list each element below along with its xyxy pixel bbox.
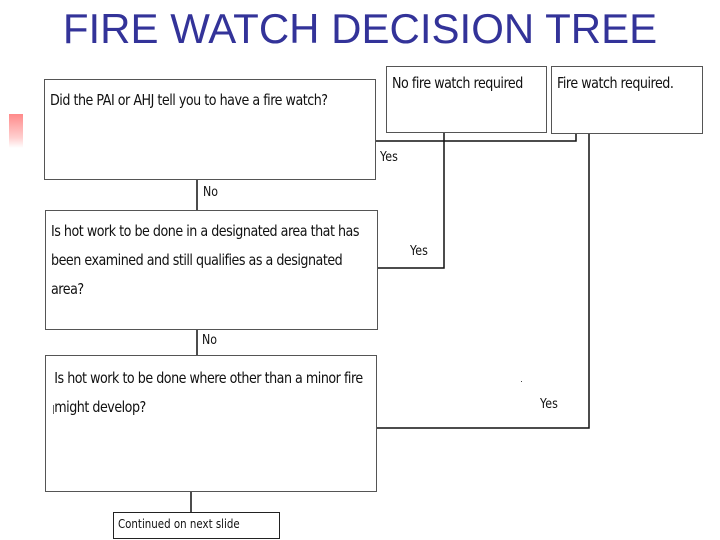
continued-text: Continued on next slide (118, 516, 240, 531)
label-no-q2: No (202, 333, 218, 348)
connector-q3-yes (377, 134, 590, 429)
label-yes-q2: Yes (410, 244, 428, 259)
outcome-box-fire-watch: Fire watch required. (551, 66, 703, 134)
label-yes-q3: Yes (540, 397, 558, 412)
question-text-q3: Is hot work to be done where other than … (54, 369, 363, 416)
connector-q2-yes (377, 132, 445, 269)
connector-q1-yes (376, 134, 577, 142)
question-box-q1: Did the PAI or AHJ tell you to have a fi… (44, 79, 376, 180)
label-yes-q1: Yes (380, 150, 398, 165)
outcome-text-fire-watch: Fire watch required. (557, 74, 674, 92)
stray-dot (521, 381, 522, 382)
continued-box: Continued on next slide (113, 512, 280, 539)
page-title: FIRE WATCH DECISION TREE (62, 5, 658, 52)
question-box-q3: Is hot work to be done where other than … (45, 355, 377, 492)
decorative-bar (9, 114, 23, 148)
stray-tick (53, 405, 54, 414)
question-text-q2: Is hot work to be done in a designated a… (51, 222, 359, 298)
outcome-box-no-fire-watch: No fire watch required (386, 66, 547, 133)
question-box-q2: Is hot work to be done in a designated a… (45, 210, 378, 330)
label-no-q1: No (203, 185, 219, 200)
question-text-q1: Did the PAI or AHJ tell you to have a fi… (50, 91, 328, 109)
outcome-text-no-fire-watch: No fire watch required (392, 74, 523, 92)
